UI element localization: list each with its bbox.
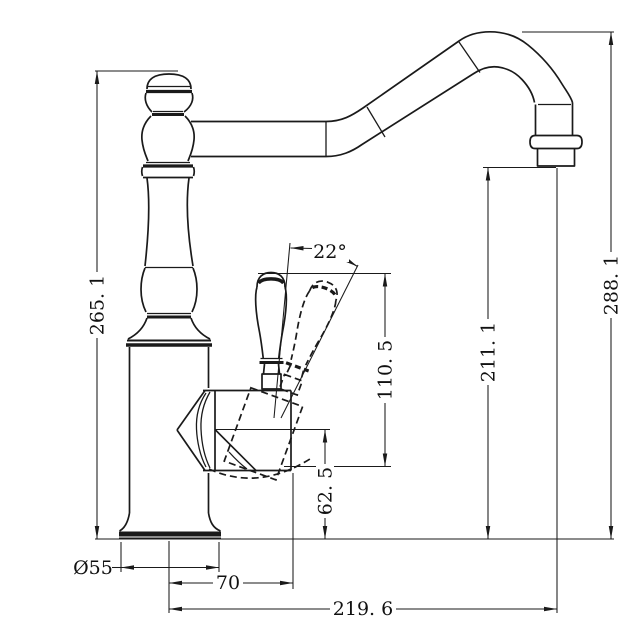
aerator-ring (529, 134, 583, 150)
valve-facet-curve-outer (195, 392, 207, 468)
dimension-labels: 265. 1 288. 1 211. 1 110. 5 62. 5 22° Ø5… (73, 241, 622, 620)
spout-outlet-tip (536, 149, 576, 167)
label-overall-height: 288. 1 (600, 255, 622, 315)
label-handle-height: 110. 5 (374, 340, 396, 400)
spout-arm (191, 30, 583, 167)
label-cartridge-height: 62. 5 (314, 467, 336, 515)
valve-sweep-arc (228, 451, 248, 470)
valve-body (176, 389, 292, 472)
label-body-height: 265. 1 (86, 275, 108, 335)
label-handle-angle: 22° (313, 241, 347, 263)
label-spout-reach: 219. 6 (333, 598, 393, 620)
valve-diagonal (214, 428, 257, 472)
handle-cap-band (257, 277, 285, 285)
valve-core-rotated-dashed (223, 386, 304, 481)
faucet-body (119, 73, 221, 540)
handle-sweep-arc-dashed (208, 456, 314, 479)
spout-bottom-outline (191, 65, 536, 158)
handle-cap (256, 271, 286, 288)
spout-top-outline (191, 30, 574, 123)
finial-dome (146, 73, 192, 90)
label-base-diameter: Ø55 (73, 557, 113, 579)
label-outlet-height: 211. 1 (477, 322, 499, 382)
bell-left (141, 115, 152, 162)
angle-ray-vertical (273, 242, 291, 419)
spout-joint-3 (458, 41, 481, 73)
angle-leader-left (290, 246, 314, 251)
label-handle-offset: 70 (216, 572, 240, 594)
label-backgrounds (88, 241, 620, 619)
column-right (186, 177, 194, 267)
column-left (144, 177, 150, 267)
angle-ray-tilted (280, 264, 359, 419)
valve-facet-curve-inner (200, 391, 211, 469)
bell-right (184, 115, 195, 162)
spout-joint-2 (366, 106, 386, 138)
handle-collar (261, 373, 282, 390)
